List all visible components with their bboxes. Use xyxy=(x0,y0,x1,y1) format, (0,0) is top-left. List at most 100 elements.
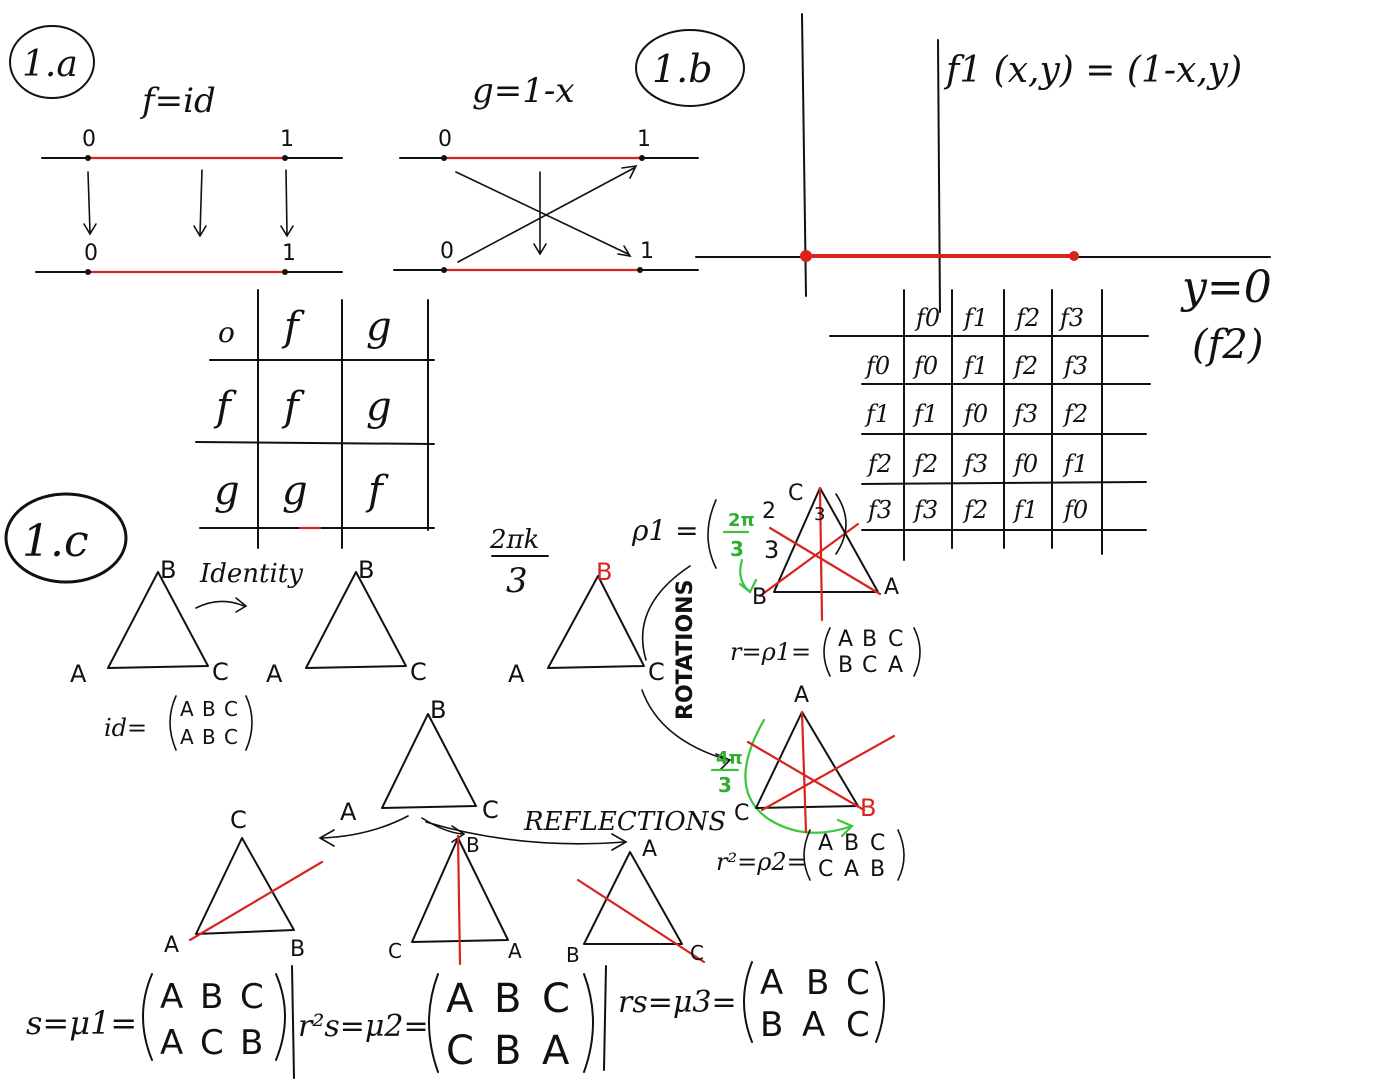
f-arrow-left xyxy=(83,171,97,236)
t3-vertex-c: C xyxy=(648,658,665,686)
s-m-0-1: B xyxy=(200,977,223,1017)
rs-m-1-1: A xyxy=(802,1005,825,1045)
rho1-vertex-c: C xyxy=(788,481,803,506)
r-m-0-2: C xyxy=(888,627,903,652)
rs-m-1-0: B xyxy=(760,1005,783,1045)
f-top-one: 1 xyxy=(280,127,294,152)
rho1-num-2: 2 xyxy=(762,499,776,524)
r-m-0-0: A xyxy=(838,627,853,652)
t3-vertex-a: A xyxy=(508,660,525,688)
r2-m-1-2: B xyxy=(870,857,885,882)
r2s-m-1-2: A xyxy=(542,1028,570,1074)
f-mapping: 0 1 0 1 xyxy=(35,127,343,275)
id-m-1-1: B xyxy=(202,725,216,749)
ct-r2c2: f3 xyxy=(962,450,988,478)
g-arrow-0-to-1 xyxy=(455,171,632,258)
rho1-label: ρ1 = xyxy=(631,514,699,547)
axis-y-left xyxy=(801,13,807,297)
r2s-label: r²s=μ2= xyxy=(298,1009,429,1044)
r-m-0-1: B xyxy=(862,627,877,652)
triangle-s xyxy=(195,837,295,935)
ct-h2: f2 xyxy=(1014,304,1040,332)
ct-r3c1: f3 xyxy=(912,496,938,524)
fg-r1c2: f xyxy=(365,468,389,514)
ct-r0c2: f1 xyxy=(962,352,988,380)
t4-vertex-b: B xyxy=(430,696,446,724)
badge-1a: 1.a xyxy=(22,44,78,85)
g-arrow-mid xyxy=(533,171,547,256)
rs-label: rs=μ3= xyxy=(618,985,737,1020)
triangle-rho2 xyxy=(755,711,859,809)
s-vertex-c: C xyxy=(230,806,247,834)
ct-r3c0: f3 xyxy=(866,496,892,524)
rs-vertex-a: A xyxy=(642,837,657,862)
id-label: id= xyxy=(104,714,147,742)
part-c: 1.c B A C Identity B A C id= A B C A B C… xyxy=(4,481,921,1079)
ct-r2c4: f1 xyxy=(1062,450,1088,478)
badge-1b-circle xyxy=(635,29,745,107)
t4-vertex-c: C xyxy=(482,796,499,824)
divider-2 xyxy=(603,965,607,1071)
triangle-rs xyxy=(583,851,683,945)
reflections-label: REFLECTIONS xyxy=(523,807,726,837)
g-bottom-zero: 0 xyxy=(440,239,454,264)
fg-r0c0: f xyxy=(213,384,237,430)
r2s-vertex-c: C xyxy=(388,939,402,963)
fg-r1c1: g xyxy=(282,468,308,514)
triangle-rotate-source xyxy=(547,575,645,669)
f-bottom-one: 1 xyxy=(282,241,296,266)
f1-formula: f1 (x,y) = (1-x,y) xyxy=(943,50,1242,91)
f-bottom-dot-1 xyxy=(282,269,288,275)
fg-r0c1: f xyxy=(281,384,305,430)
badge-1c-circle xyxy=(4,492,128,584)
badge-1a-circle xyxy=(9,25,95,99)
f-top-dot-1 xyxy=(282,155,288,161)
r2s-vertex-a: A xyxy=(508,939,522,963)
rs-vertex-b: B xyxy=(566,943,580,967)
t4-vertex-a: A xyxy=(340,798,357,826)
ct-r0c0: f0 xyxy=(864,352,890,380)
triangle-identity xyxy=(305,571,407,669)
r2-m-1-1: A xyxy=(844,857,859,882)
rotation-arc-up xyxy=(641,565,691,661)
ct-r1c4: f2 xyxy=(1062,400,1088,428)
ct-r0c3: f2 xyxy=(1012,352,1038,380)
f-top-dot-0 xyxy=(85,155,91,161)
rho2-vertex-a: A xyxy=(794,683,809,708)
ct-h0: f0 xyxy=(914,304,940,332)
s-vertex-a: A xyxy=(164,933,179,958)
rs-m-0-0: A xyxy=(760,963,783,1003)
r2-m-0-1: B xyxy=(844,831,859,856)
r2s-m-0-2: C xyxy=(542,976,570,1022)
ct-r3c4: f0 xyxy=(1062,496,1088,524)
ct-r0c1: f0 xyxy=(912,352,938,380)
fg-table: o f g f f g g g f xyxy=(195,289,435,549)
g-top-one: 1 xyxy=(637,127,651,152)
identity-label: Identity xyxy=(199,559,303,589)
part-a: 1.a f=id g=1-x 0 1 0 1 xyxy=(9,25,699,549)
badge-1c: 1.c xyxy=(22,516,89,567)
interval-end-dot xyxy=(1069,251,1079,261)
divider-1 xyxy=(291,965,295,1079)
s-m-0-0: A xyxy=(160,977,183,1017)
triangle-original xyxy=(107,571,209,669)
r2s-vertex-b: B xyxy=(466,833,480,857)
r2-label: r²=ρ2= xyxy=(716,848,807,876)
identity-arrow xyxy=(195,597,248,613)
s-m-1-2: B xyxy=(240,1023,263,1063)
rotation-arc-down xyxy=(641,689,732,771)
t2-vertex-a: A xyxy=(266,660,283,688)
ct-r1c3: f3 xyxy=(1012,400,1038,428)
rho1-num-3b: 3 xyxy=(814,504,825,525)
g-top-dot-0 xyxy=(441,155,447,161)
cayley-table: f0 f1 f2 f3 f0 f0 f1 f2 f3 f1 f1 f0 f3 f… xyxy=(829,289,1151,561)
part-b: 1.b f1 (x,y) = (1-x,y) y=0 (f2) f0 f1 f2… xyxy=(635,13,1272,561)
g-bottom-dot-1 xyxy=(637,267,643,273)
ct-r1c0: f1 xyxy=(864,400,890,428)
ct-r1c1: f1 xyxy=(912,400,938,428)
reflect-arrow-left xyxy=(318,815,409,847)
r2-m-0-2: C xyxy=(870,831,885,856)
rho2-vertex-b: B xyxy=(860,794,876,822)
fg-r0c2: g xyxy=(366,384,392,430)
